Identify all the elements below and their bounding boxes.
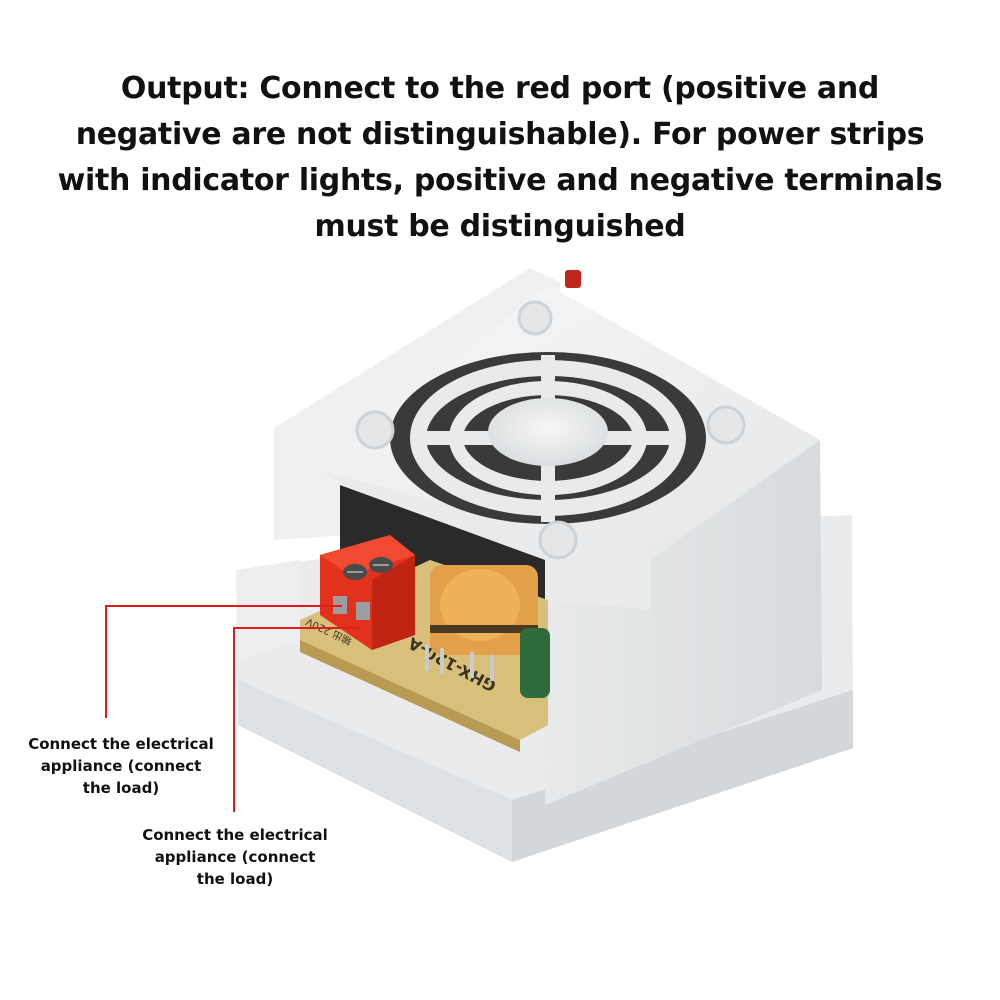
transformer bbox=[425, 565, 550, 698]
leader-line-2 bbox=[233, 627, 360, 812]
cooling-fan bbox=[355, 300, 746, 560]
callout-line: the load) bbox=[82, 779, 160, 797]
headline-line: negative are not distinguishable). For p… bbox=[75, 117, 925, 152]
headline: Output: Connect to the red port (positiv… bbox=[40, 66, 960, 250]
callout-line: appliance (connect bbox=[154, 848, 316, 866]
callout-line: the load) bbox=[196, 870, 274, 888]
callout-label: Connect the electrical appliance (connec… bbox=[10, 733, 232, 799]
callout-line: Connect the electrical bbox=[142, 826, 328, 844]
callout-line: appliance (connect bbox=[40, 757, 202, 775]
leader-line-1 bbox=[105, 605, 342, 718]
red-indicator bbox=[565, 270, 581, 288]
mount-hole bbox=[517, 300, 553, 336]
capacitor bbox=[520, 628, 550, 698]
callout-label: Connect the electrical appliance (connec… bbox=[122, 824, 348, 890]
red-terminal-block bbox=[320, 535, 415, 650]
headline-line: with indicator lights, positive and nega… bbox=[57, 163, 943, 198]
headline-line: must be distinguished bbox=[314, 209, 686, 244]
headline-line: Output: Connect to the red port (positiv… bbox=[120, 71, 880, 106]
mount-hole bbox=[538, 520, 578, 560]
fan-hub bbox=[488, 398, 608, 466]
mount-hole bbox=[706, 405, 746, 445]
callout-line: Connect the electrical bbox=[28, 735, 214, 753]
housing-side bbox=[545, 440, 822, 805]
mount-hole bbox=[355, 410, 395, 450]
